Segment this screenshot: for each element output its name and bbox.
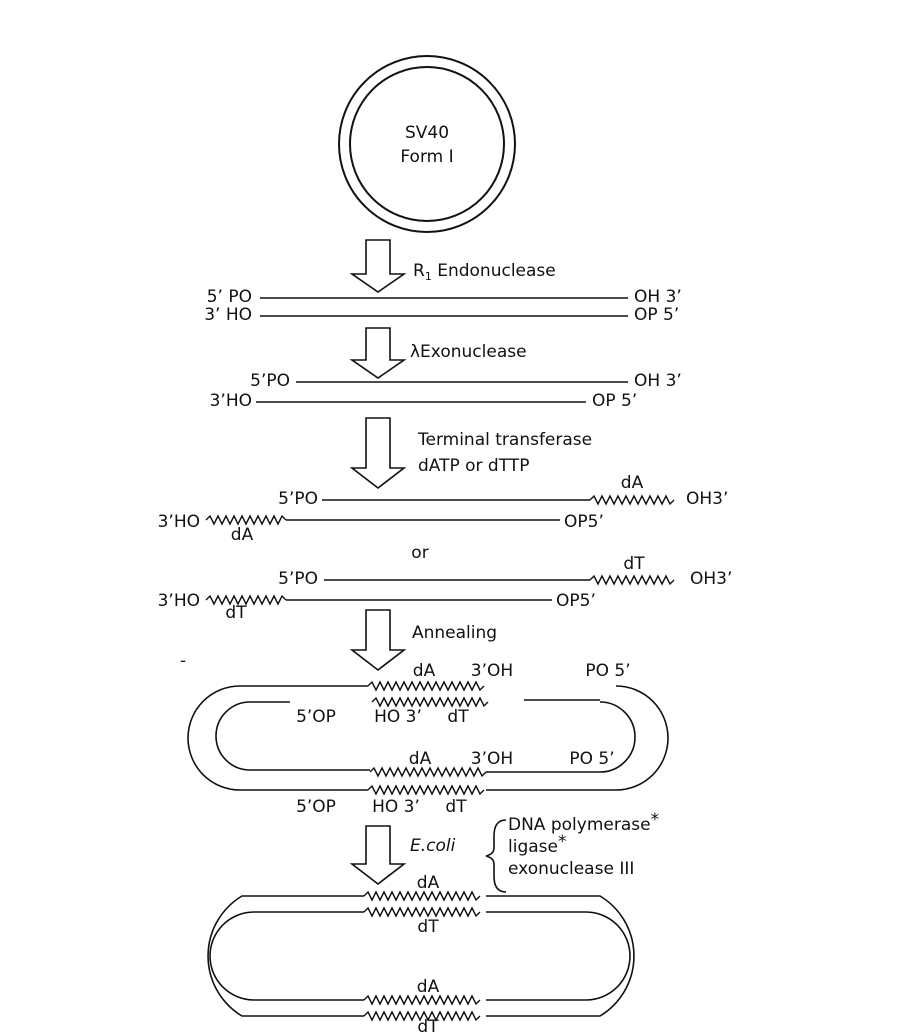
- end-label: PO 5’: [569, 749, 614, 769]
- annealed-circle: dA 3’OH PO 5’ 5’OP HO 3’ dT dA 3’OH PO 5…: [187, 661, 669, 817]
- tail-label: dT: [447, 707, 469, 727]
- end-label: HO 3’: [372, 797, 420, 817]
- stray-mark: -: [180, 651, 186, 671]
- end-label: OH 3’: [634, 287, 682, 307]
- end-label: PO 5’: [585, 661, 630, 681]
- step-arrow-1: [349, 239, 407, 293]
- plasmid-form: Form I: [400, 147, 453, 167]
- end-label: 3’OH: [471, 749, 513, 769]
- enzyme-brace: [485, 819, 507, 893]
- step-arrow-5: [349, 825, 407, 886]
- step-label-nucleotides: dATP or dTTP: [418, 456, 529, 476]
- tail-label: dT: [417, 1017, 439, 1035]
- tailed-duplex-dA: 5’PO dA OH3’ 3’HO dA OP5’: [158, 473, 729, 545]
- tail-label: dA: [231, 525, 254, 545]
- end-label: OP5’: [564, 512, 604, 532]
- sv40-plasmid: SV40 Form I: [338, 55, 516, 233]
- end-label: OH 3’: [634, 371, 682, 391]
- end-label: OP 5’: [634, 305, 679, 325]
- recombinant-circle: dA dT dA dT: [207, 873, 635, 1035]
- end-label: OH3’: [686, 489, 728, 509]
- enzyme-item: DNA polymerase*: [508, 810, 659, 835]
- end-label: OP5’: [556, 591, 596, 611]
- end-label: 5’ PO: [207, 287, 252, 307]
- end-label: OP 5’: [592, 391, 637, 411]
- end-label: 3’OH: [471, 661, 513, 681]
- step-label-enzyme: R1 Endonuclease: [413, 261, 556, 283]
- tail-label: dA: [417, 873, 440, 893]
- tail-label: dA: [413, 661, 436, 681]
- tail-label: dT: [445, 797, 467, 817]
- step-arrow-3: [349, 417, 407, 490]
- tail-label: dT: [225, 603, 247, 623]
- tail-label: dA: [621, 473, 644, 493]
- end-label: 3’HO: [158, 591, 200, 611]
- step-label-exonuclease: λExonuclease: [410, 342, 527, 362]
- end-label: 5’PO: [250, 371, 290, 391]
- end-label: 5’OP: [296, 797, 336, 817]
- end-label: 5’OP: [296, 707, 336, 727]
- tailed-duplex-dT: 5’PO dT OH3’ 3’HO dT OP5’: [158, 554, 733, 623]
- end-label: 5’PO: [278, 489, 318, 509]
- end-label: 3’HO: [158, 512, 200, 532]
- plasmid-name: SV40: [405, 123, 449, 143]
- tail-label: dT: [417, 917, 439, 937]
- tail-label: dT: [623, 554, 645, 574]
- recessed-duplex: 5’PO OH 3’ 3’HO OP 5’: [210, 371, 682, 411]
- linear-duplex: 5’ PO OH 3’ 3’ HO OP 5’: [204, 287, 682, 325]
- step-label-transferase: Terminal transferase: [417, 430, 592, 450]
- end-label: HO 3’: [374, 707, 422, 727]
- end-label: 3’ HO: [204, 305, 252, 325]
- tail-label: dA: [417, 977, 440, 997]
- or-label: or: [411, 543, 428, 563]
- enzyme-item: exonuclease III: [508, 859, 634, 879]
- end-label: 5’PO: [278, 569, 318, 589]
- step-arrow-2: [349, 327, 407, 379]
- enzyme-item: ligase*: [508, 832, 566, 857]
- step-label-organism: E.coli: [410, 836, 456, 856]
- step-arrow-4: [349, 609, 407, 672]
- tail-label: dA: [409, 749, 432, 769]
- step-label-annealing: Annealing: [412, 623, 497, 643]
- end-label: 3’HO: [210, 391, 252, 411]
- end-label: OH3’: [690, 569, 732, 589]
